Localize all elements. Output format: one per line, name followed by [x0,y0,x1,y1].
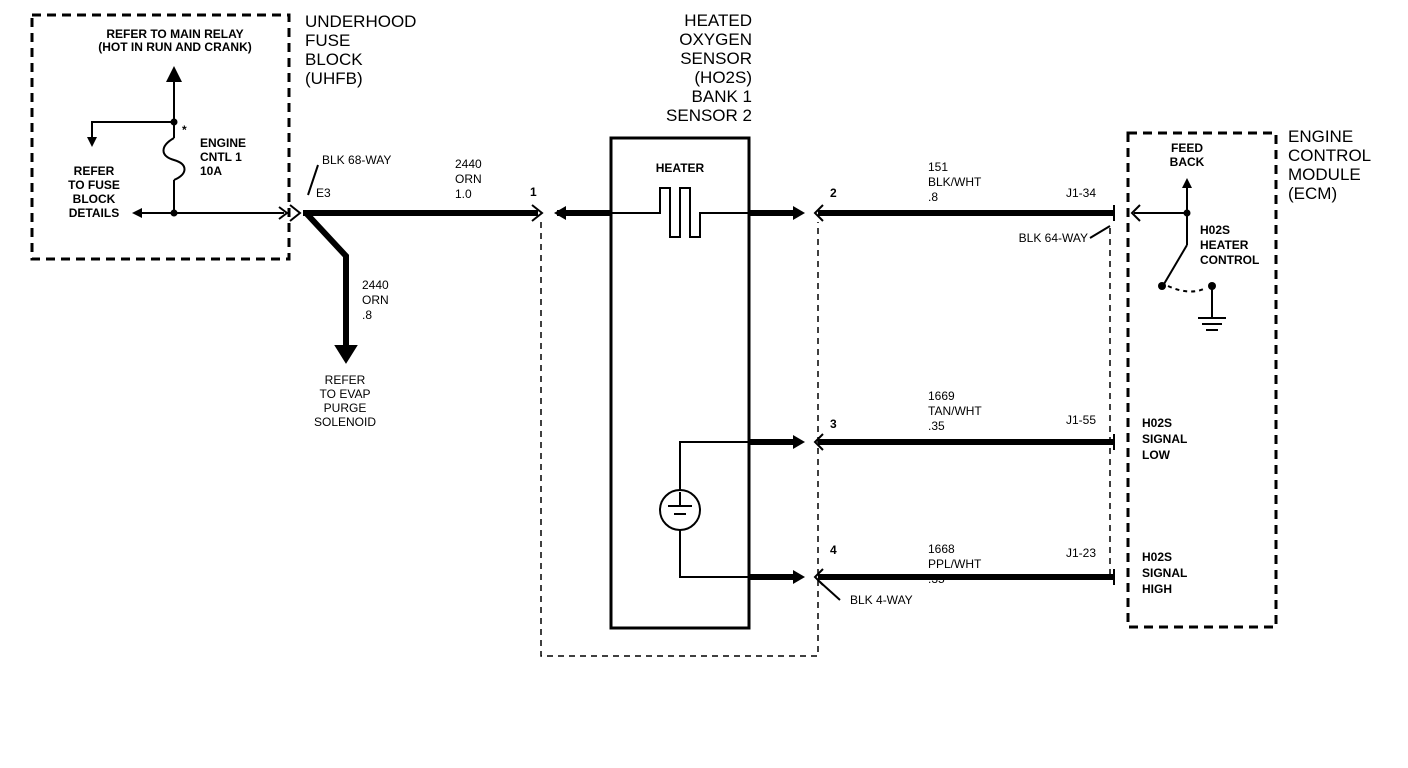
svg-text:TO FUSE: TO FUSE [68,178,120,192]
svg-text:REFER: REFER [74,164,115,178]
svg-text:SIGNAL: SIGNAL [1142,432,1187,446]
ecm-connector-outline: BLK 64-WAY [1019,225,1111,580]
heater-element [554,187,805,238]
svg-text:PURGE: PURGE [324,401,367,415]
svg-text:H02S: H02S [1142,416,1172,430]
svg-text:(UHFB): (UHFB) [305,69,363,88]
svg-text:(ECM): (ECM) [1288,184,1337,203]
svg-text:SENSOR 2: SENSOR 2 [666,106,752,125]
svg-text:HEATER: HEATER [1200,238,1249,252]
sensor-4way-label: BLK 4-WAY [819,581,913,607]
svg-text:1: 1 [530,185,537,199]
svg-text:1669: 1669 [928,389,955,403]
svg-text:ORN: ORN [362,293,389,307]
svg-text:SENSOR: SENSOR [680,49,752,68]
svg-text:ENGINE: ENGINE [200,136,246,150]
uhfb-title: UNDERHOOD FUSE BLOCK (UHFB) [305,12,416,88]
svg-text:LOW: LOW [1142,448,1171,462]
svg-text:1668: 1668 [928,542,955,556]
svg-text:HEATER: HEATER [656,161,705,175]
svg-text:.35: .35 [928,572,945,586]
svg-text:*: * [182,123,187,137]
svg-text:CNTL 1: CNTL 1 [200,150,242,164]
svg-text:.8: .8 [362,308,372,322]
svg-text:SIGNAL: SIGNAL [1142,566,1187,580]
svg-text:REFER TO MAIN RELAY: REFER TO MAIN RELAY [106,27,243,41]
svg-text:ENGINE: ENGINE [1288,127,1353,146]
fuse-symbol: * ENGINE CNTL 1 10A [162,122,246,213]
svg-text:J1-23: J1-23 [1066,546,1096,560]
ecm-signal-high-label: H02S SIGNAL HIGH [1142,550,1187,596]
svg-text:REFER: REFER [325,373,366,387]
svg-text:BANK 1: BANK 1 [692,87,752,106]
main-relay-ref: REFER TO MAIN RELAY (HOT IN RUN AND CRAN… [98,27,252,122]
evap-purge-ref: REFER TO EVAP PURGE SOLENOID [314,373,376,429]
svg-text:2440: 2440 [455,157,482,171]
wire-1669: 1669 TAN/WHT .35 J1-55 [818,389,1115,450]
wire-2440-main: 2440 ORN 1.0 1 [303,157,544,222]
ecm-title: ENGINE CONTROL MODULE (ECM) [1288,127,1371,203]
svg-text:BACK: BACK [1170,155,1205,169]
svg-text:FEED: FEED [1171,141,1203,155]
svg-text:10A: 10A [200,164,222,178]
svg-text:(HOT IN RUN AND CRANK): (HOT IN RUN AND CRANK) [98,40,252,54]
uhfb-box [30,13,291,261]
svg-text:BLOCK: BLOCK [305,50,363,69]
fuse-block-ref-branch: REFER TO FUSE BLOCK DETAILS [68,118,178,220]
ecm-feedback-circuit: FEED BACK [1130,141,1226,331]
wire-151: 151 BLK/WHT .8 J1-34 [818,160,1115,221]
svg-text:BLOCK: BLOCK [73,192,116,206]
svg-text:E3: E3 [316,186,331,200]
sensor-side-chevrons [813,204,824,586]
pin-4: 4 [830,543,837,557]
svg-text:CONTROL: CONTROL [1288,146,1371,165]
ecm-box [1126,131,1278,629]
pin-3: 3 [830,417,837,431]
wire-2440-branch: 2440 ORN .8 [303,210,389,364]
svg-text:TAN/WHT: TAN/WHT [928,404,982,418]
svg-text:H02S: H02S [1142,550,1172,564]
svg-text:.8: .8 [928,190,938,204]
sensor-body: HEATER [609,136,751,630]
signal-element [659,435,805,584]
pin-2: 2 [830,186,837,200]
svg-text:MODULE: MODULE [1288,165,1361,184]
svg-text:BLK 4-WAY: BLK 4-WAY [850,593,913,607]
wire-1668: 1668 PPL/WHT .35 J1-23 [818,542,1115,586]
svg-text:PPL/WHT: PPL/WHT [928,557,982,571]
ecm-signal-low-label: H02S SIGNAL LOW [1142,416,1187,462]
svg-text:SOLENOID: SOLENOID [314,415,376,429]
svg-text:CONTROL: CONTROL [1200,253,1259,267]
svg-text:HIGH: HIGH [1142,582,1172,596]
svg-text:UNDERHOOD: UNDERHOOD [305,12,416,31]
svg-text:J1-55: J1-55 [1066,413,1096,427]
svg-text:HEATED: HEATED [684,11,752,30]
svg-text:2440: 2440 [362,278,389,292]
svg-text:DETAILS: DETAILS [69,206,119,220]
svg-text:H02S: H02S [1200,223,1230,237]
sensor-title: HEATED OXYGEN SENSOR (HO2S) BANK 1 SENSO… [666,11,752,125]
svg-text:151: 151 [928,160,948,174]
svg-text:BLK 68-WAY: BLK 68-WAY [322,153,391,167]
ecm-heater-control-label: H02S HEATER CONTROL [1200,223,1259,267]
svg-text:BLK/WHT: BLK/WHT [928,175,982,189]
svg-text:1.0: 1.0 [455,187,472,201]
svg-text:TO EVAP: TO EVAP [320,387,371,401]
svg-text:OXYGEN: OXYGEN [679,30,752,49]
svg-text:BLK 64-WAY: BLK 64-WAY [1019,231,1088,245]
fuse-output-line [132,206,289,220]
svg-text:FUSE: FUSE [305,31,350,50]
svg-text:ORN: ORN [455,172,482,186]
svg-text:.35: .35 [928,419,945,433]
svg-text:(HO2S): (HO2S) [694,68,752,87]
svg-text:J1-34: J1-34 [1066,186,1096,200]
left-connector: BLK 68-WAY E3 [289,153,391,222]
